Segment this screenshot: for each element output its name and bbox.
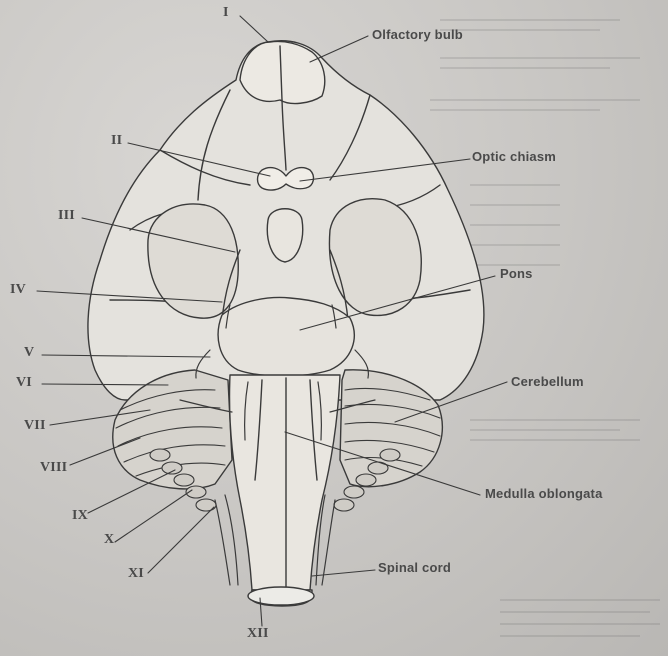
cerebellum-label: Cerebellum <box>511 374 584 389</box>
medulla-oblongata-label: Medulla oblongata <box>485 486 603 501</box>
cranial-nerve-XII-label: XII <box>247 626 269 642</box>
cranial-nerve-II-label: II <box>111 133 122 149</box>
cranial-nerve-III-label: III <box>58 208 75 224</box>
pons-label: Pons <box>500 266 533 281</box>
cranial-nerve-IV-label: IV <box>10 282 26 298</box>
olfactory-bulb-label: Olfactory bulb <box>372 27 463 42</box>
right-temporal-lobe <box>329 199 421 316</box>
cranial-nerve-VIII-label: VIII <box>40 460 67 476</box>
cranial-nerve-I-label: I <box>223 5 229 21</box>
cranial-nerve-V-label: V <box>24 345 34 361</box>
medulla-shape <box>229 375 340 590</box>
optic-chiasm-label: Optic chiasm <box>472 149 556 164</box>
cranial-nerve-X-label: X <box>104 532 114 548</box>
cranial-nerve-VI-label: VI <box>16 375 32 391</box>
spinal-cord-label: Spinal cord <box>378 560 451 575</box>
pons-shape <box>218 298 354 376</box>
cranial-nerve-VII-label: VII <box>24 418 46 434</box>
cranial-nerve-XI-label: XI <box>128 566 144 582</box>
cranial-nerve-IX-label: IX <box>72 508 88 524</box>
